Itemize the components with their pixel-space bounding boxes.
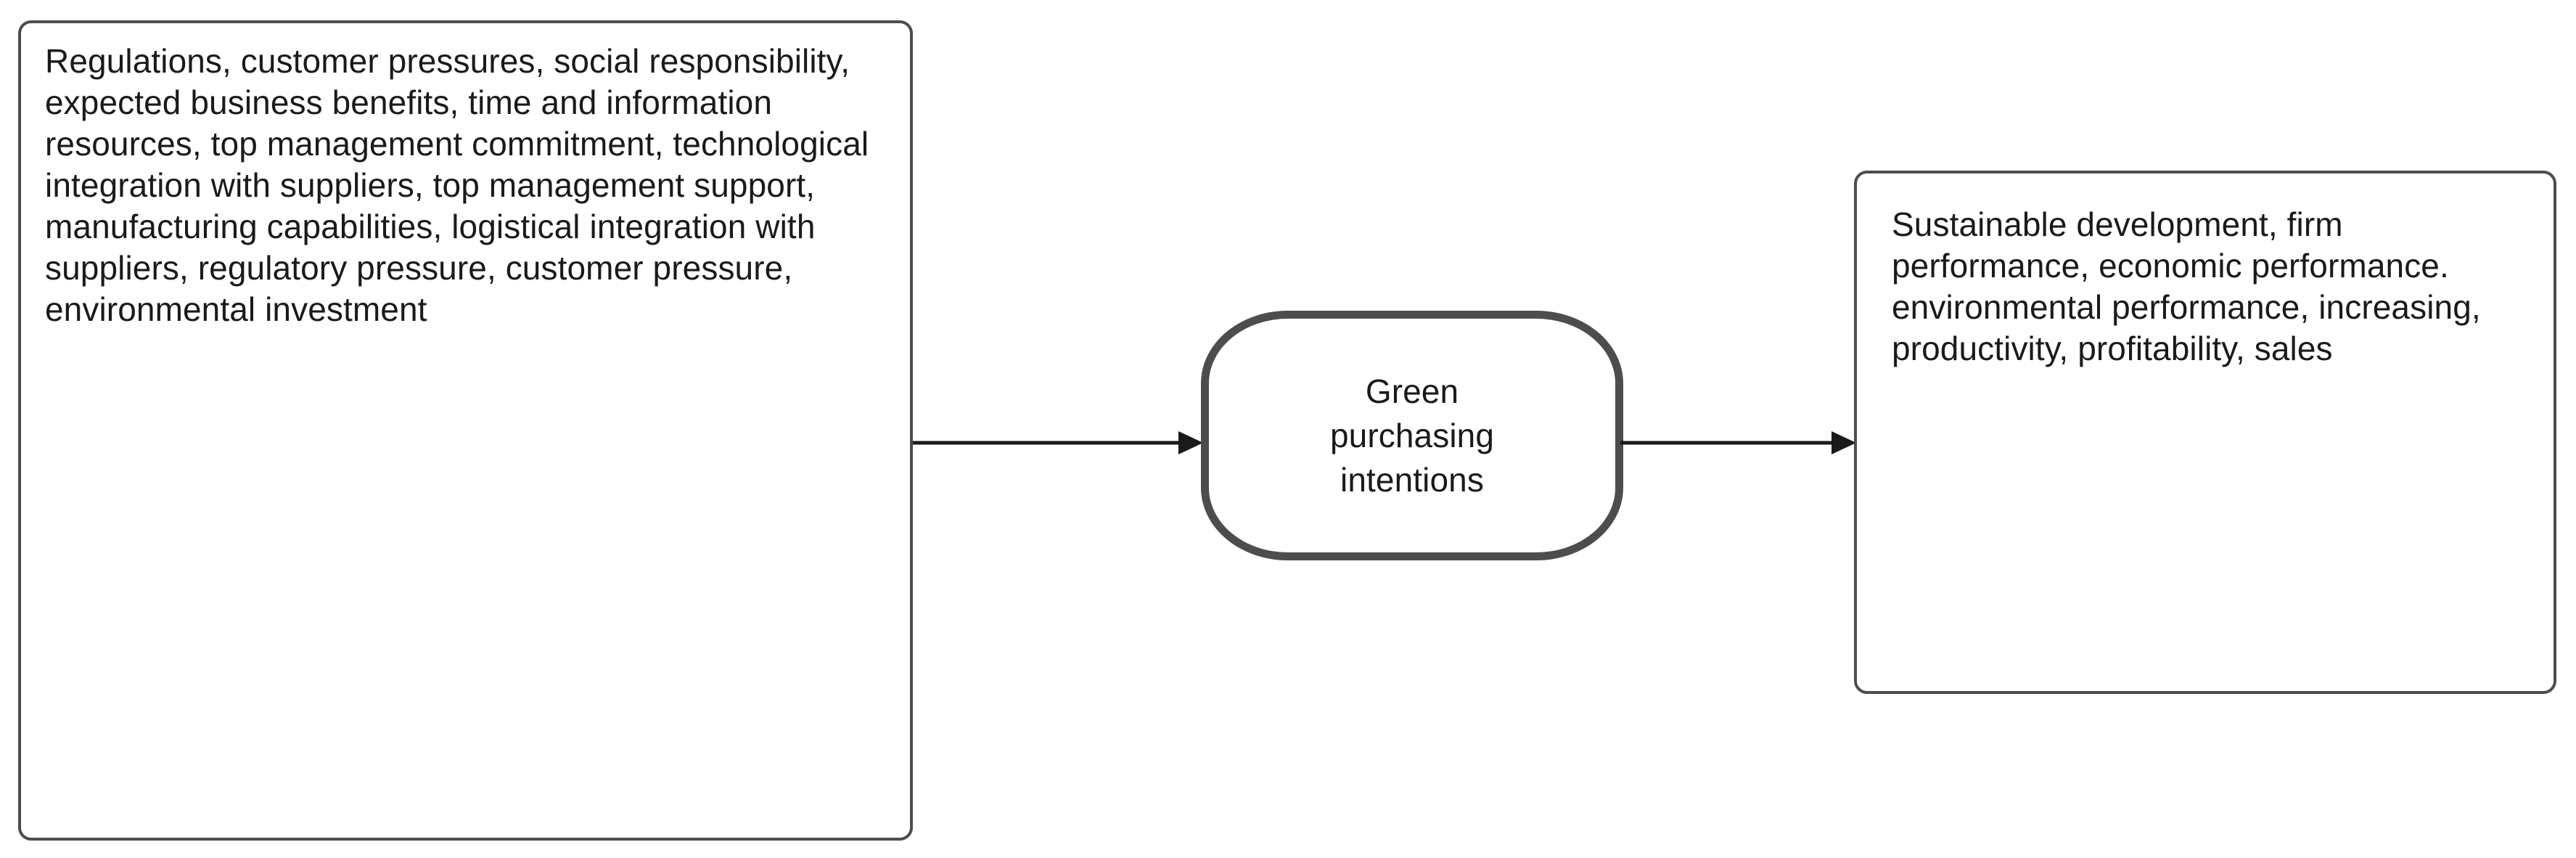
green-purchasing-intentions-node-text: Green purchasing intentions [1329, 372, 1495, 499]
green-purchasing-intentions-node[interactable]: Green purchasing intentions [1201, 311, 1623, 560]
antecedents-node[interactable]: Regulations, customer pressures, social … [18, 20, 913, 841]
arrowhead-icon [1831, 431, 1856, 454]
arrow-construct-to-outcomes [1620, 428, 1856, 457]
arrowhead-icon [1178, 431, 1203, 454]
arrow-antecedents-to-construct [913, 428, 1203, 457]
antecedents-node-text: Regulations, customer pressures, social … [45, 42, 869, 328]
outcomes-node-text: Sustainable development, firm performanc… [1892, 205, 2481, 367]
outcomes-node[interactable]: Sustainable development, firm performanc… [1854, 171, 2556, 694]
